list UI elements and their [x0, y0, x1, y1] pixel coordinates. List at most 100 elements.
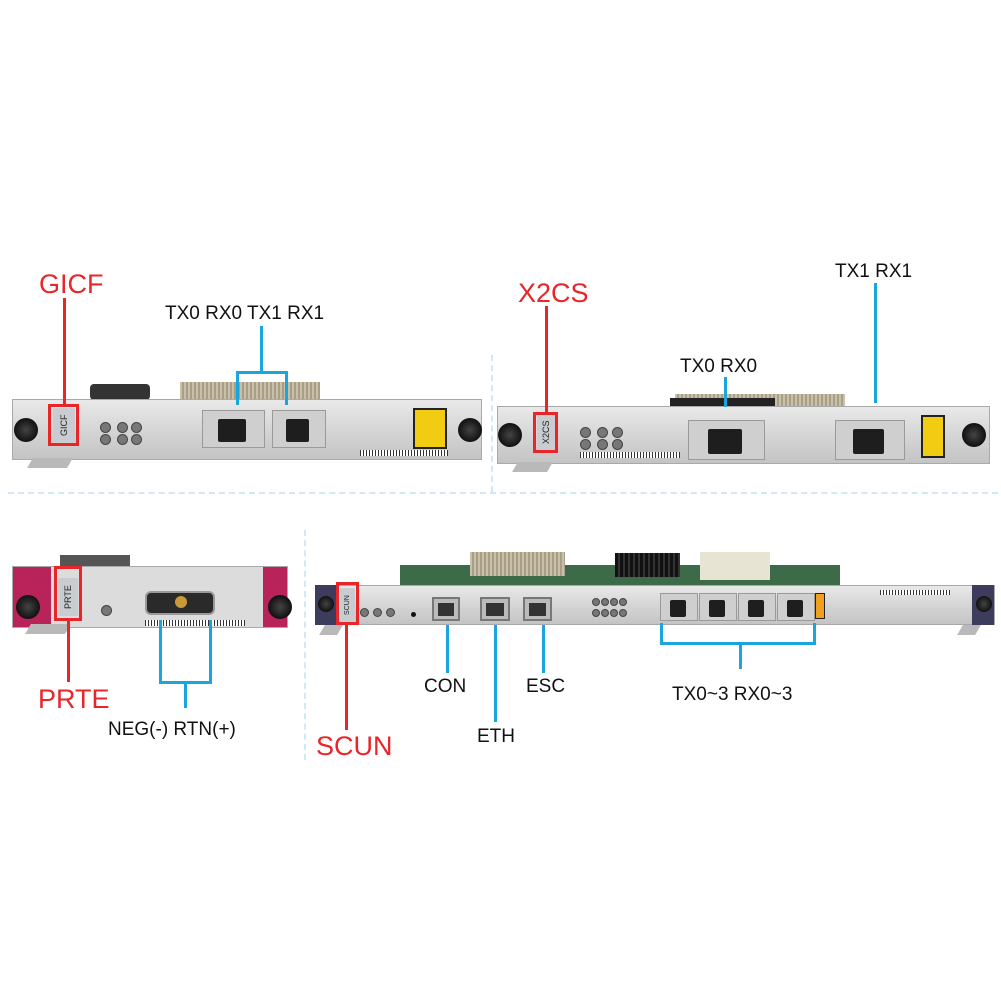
x2cs-port1-label: TX1 RX1	[835, 261, 913, 282]
eth-port[interactable]	[480, 597, 510, 621]
led-0	[612, 427, 623, 438]
led-1	[131, 434, 142, 445]
prte-power-label: NEG(-) RTN(+)	[108, 719, 236, 740]
eth-line	[494, 625, 497, 722]
led-link	[597, 439, 608, 450]
led-run	[360, 608, 369, 617]
optical-bracket-left	[660, 623, 663, 644]
optical-port-0[interactable]	[660, 593, 698, 621]
scun-title: SCUN	[316, 731, 393, 761]
screw-icon	[976, 596, 992, 612]
led-alarm	[101, 605, 112, 616]
optical-bracket-right	[813, 623, 816, 644]
eth-label: ETH	[477, 726, 515, 747]
scun-callout-line	[345, 624, 348, 730]
prte-callout-box	[54, 566, 82, 621]
heatsink	[615, 553, 680, 577]
led	[592, 598, 600, 606]
led-alm	[100, 422, 111, 433]
led-1	[612, 439, 623, 450]
screw-icon	[268, 595, 292, 619]
prte-bracket-stem	[184, 681, 187, 708]
led	[610, 598, 618, 606]
prte-neg-line	[159, 620, 162, 683]
components	[90, 384, 150, 400]
components	[670, 398, 775, 408]
ejector-lever[interactable]	[25, 624, 71, 634]
laser-warning-label	[921, 415, 945, 458]
gicf-callout-line	[63, 298, 66, 405]
barcode	[360, 450, 448, 456]
screw-icon	[14, 418, 38, 442]
ejector-lever[interactable]	[27, 458, 73, 468]
led-act	[117, 422, 128, 433]
x2cs-port0-label: TX0 RX0	[680, 356, 758, 377]
gicf-bracket-left	[236, 371, 239, 405]
led	[601, 598, 609, 606]
backplane-connector	[180, 382, 320, 400]
divider-vertical-top	[491, 355, 493, 492]
gicf-bracket-right	[285, 371, 288, 405]
optical-bracket	[660, 642, 816, 645]
x2cs-port0-line	[724, 377, 727, 407]
prte-title: PRTE	[38, 684, 110, 714]
laser-warning-label	[815, 593, 825, 619]
x2cs-port1-line	[874, 283, 877, 403]
prte-rtn-line	[209, 620, 212, 683]
prte-callout-line	[67, 620, 70, 682]
optical-port-1[interactable]	[835, 420, 905, 460]
con-line	[446, 625, 449, 673]
esc-port[interactable]	[523, 597, 552, 621]
optical-port-0[interactable]	[688, 420, 765, 460]
optical-port-3[interactable]	[777, 593, 815, 621]
optical-port-1[interactable]	[272, 410, 326, 448]
optical-bracket-stem	[739, 642, 742, 669]
screw-icon	[318, 596, 334, 612]
esc-label: ESC	[526, 676, 566, 697]
ejector-lever[interactable]	[512, 462, 553, 472]
backplane-connector	[470, 552, 565, 576]
led-run	[580, 439, 591, 450]
components	[60, 555, 130, 567]
divider-horizontal	[8, 492, 998, 494]
x2cs-title: X2CS	[518, 278, 589, 308]
ejector-lever[interactable]	[957, 625, 981, 635]
gicf-bracket-stem	[260, 326, 263, 373]
expansion-slot	[700, 552, 770, 580]
gicf-callout-box	[48, 404, 79, 446]
con-port[interactable]	[432, 597, 460, 621]
scun-callout-box	[336, 582, 359, 625]
led-alm	[580, 427, 591, 438]
led-run	[100, 434, 111, 445]
optical-port-2[interactable]	[738, 593, 776, 621]
led	[619, 598, 627, 606]
reset-button[interactable]	[411, 612, 416, 617]
con-label: CON	[424, 676, 467, 697]
optical-port-1[interactable]	[699, 593, 737, 621]
gicf-ports-label: TX0 RX0 TX1 RX1	[165, 303, 325, 324]
screw-icon	[458, 418, 482, 442]
optical-ports-label: TX0~3 RX0~3	[672, 684, 793, 705]
x2cs-callout-box	[533, 412, 558, 453]
screw-icon	[16, 595, 40, 619]
gicf-bracket	[236, 371, 288, 374]
led-0	[131, 422, 142, 433]
barcode	[580, 452, 680, 458]
screw-icon	[498, 423, 522, 447]
led-alm	[373, 608, 382, 617]
power-connector[interactable]	[145, 591, 215, 615]
screw-icon	[962, 423, 986, 447]
ejector-lever[interactable]	[319, 625, 343, 635]
led	[610, 609, 618, 617]
led-link	[117, 434, 128, 445]
led	[601, 609, 609, 617]
laser-warning-label	[413, 408, 447, 449]
led	[619, 609, 627, 617]
esc-line	[542, 625, 545, 673]
led	[592, 609, 600, 617]
power-pin	[175, 596, 187, 608]
optical-port-0[interactable]	[202, 410, 265, 448]
barcode	[880, 590, 950, 595]
barcode	[145, 620, 245, 626]
x2cs-callout-line	[545, 306, 548, 414]
